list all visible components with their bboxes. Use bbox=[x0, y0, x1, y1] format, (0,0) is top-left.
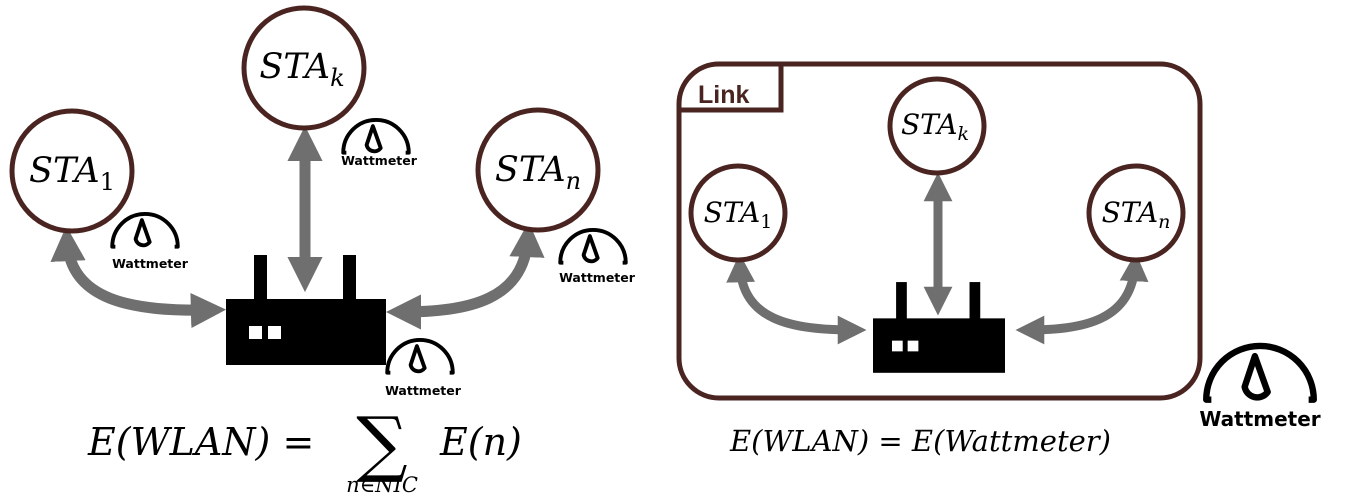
svg-text:STAk: STAk bbox=[901, 108, 969, 145]
wattmeter-sta-n: Wattmeter bbox=[558, 227, 636, 285]
formula-lhs: E(WLAN) = bbox=[87, 420, 314, 464]
node-base-label: STA bbox=[259, 47, 330, 87]
node-subscript: n bbox=[566, 167, 581, 195]
wattmeter-label: Wattmeter bbox=[559, 270, 636, 285]
node-sta-1: STA1 bbox=[688, 163, 788, 263]
node-sta-n: STAn bbox=[1086, 163, 1186, 263]
wattmeter-icon bbox=[385, 337, 455, 375]
arrow-sta1-ap bbox=[50, 225, 227, 329]
wattmeter-label: Wattmeter bbox=[1199, 407, 1320, 431]
wattmeter-sta-k: Wattmeter bbox=[341, 117, 418, 168]
wattmeter-label: Wattmeter bbox=[341, 153, 418, 168]
wattmeter-icon bbox=[110, 211, 180, 249]
wattmeter-sta-1: Wattmeter bbox=[110, 211, 189, 271]
node-base-label: STA bbox=[1102, 196, 1159, 229]
svg-text:STAk: STAk bbox=[259, 47, 344, 92]
node-base-label: STA bbox=[704, 196, 761, 229]
right-diagram: Link STA1 STAk STAn Wattmeter E(WLAN) = … bbox=[676, 61, 1321, 458]
left-formula: E(WLAN) = ∑ n∈NIC E(n) bbox=[87, 401, 522, 497]
arrow-sta1-ap bbox=[726, 253, 867, 345]
link-tag-label: Link bbox=[698, 81, 749, 109]
node-subscript: k bbox=[330, 64, 345, 92]
formula-index: n∈NIC bbox=[346, 473, 418, 497]
link-frame bbox=[676, 61, 1203, 401]
node-base-label: STA bbox=[495, 150, 566, 190]
node-sta-k: STAk bbox=[241, 5, 367, 131]
formula-sum-operator: ∑ bbox=[356, 401, 407, 485]
node-sta-1: STA1 bbox=[9, 108, 135, 234]
wattmeter-icon bbox=[1206, 346, 1314, 400]
node-sta-k: STAk bbox=[887, 76, 987, 176]
node-base-label: STA bbox=[901, 108, 958, 141]
node-subscript: k bbox=[958, 123, 970, 145]
svg-text:STA1: STA1 bbox=[704, 196, 773, 233]
link-tab bbox=[681, 66, 784, 113]
node-sta-n: STAn bbox=[475, 107, 601, 233]
arrow-stan-ap bbox=[385, 221, 545, 330]
right-formula: E(WLAN) = E(Wattmeter) bbox=[729, 424, 1111, 458]
node-base-label: STA bbox=[29, 151, 100, 191]
formula-term: E(n) bbox=[439, 420, 522, 464]
wattmeter-icon bbox=[558, 227, 628, 265]
wattmeter-link: Wattmeter bbox=[1199, 346, 1321, 431]
svg-text:STA1: STA1 bbox=[29, 151, 115, 196]
wattmeter-label: Wattmeter bbox=[385, 383, 462, 398]
node-subscript: n bbox=[1158, 211, 1170, 233]
wattmeter-ap: Wattmeter bbox=[385, 337, 462, 398]
left-diagram: STA1 STAk STAn Wattmeter Wattmeter Wattm… bbox=[9, 5, 636, 497]
node-subscript: 1 bbox=[100, 168, 115, 196]
svg-text:STAn: STAn bbox=[1102, 196, 1171, 233]
wattmeter-icon bbox=[341, 117, 411, 155]
node-subscript: 1 bbox=[760, 211, 772, 233]
svg-text:STAn: STAn bbox=[495, 150, 581, 195]
arrow-stan-ap bbox=[1015, 252, 1149, 345]
wattmeter-label: Wattmeter bbox=[112, 256, 189, 271]
